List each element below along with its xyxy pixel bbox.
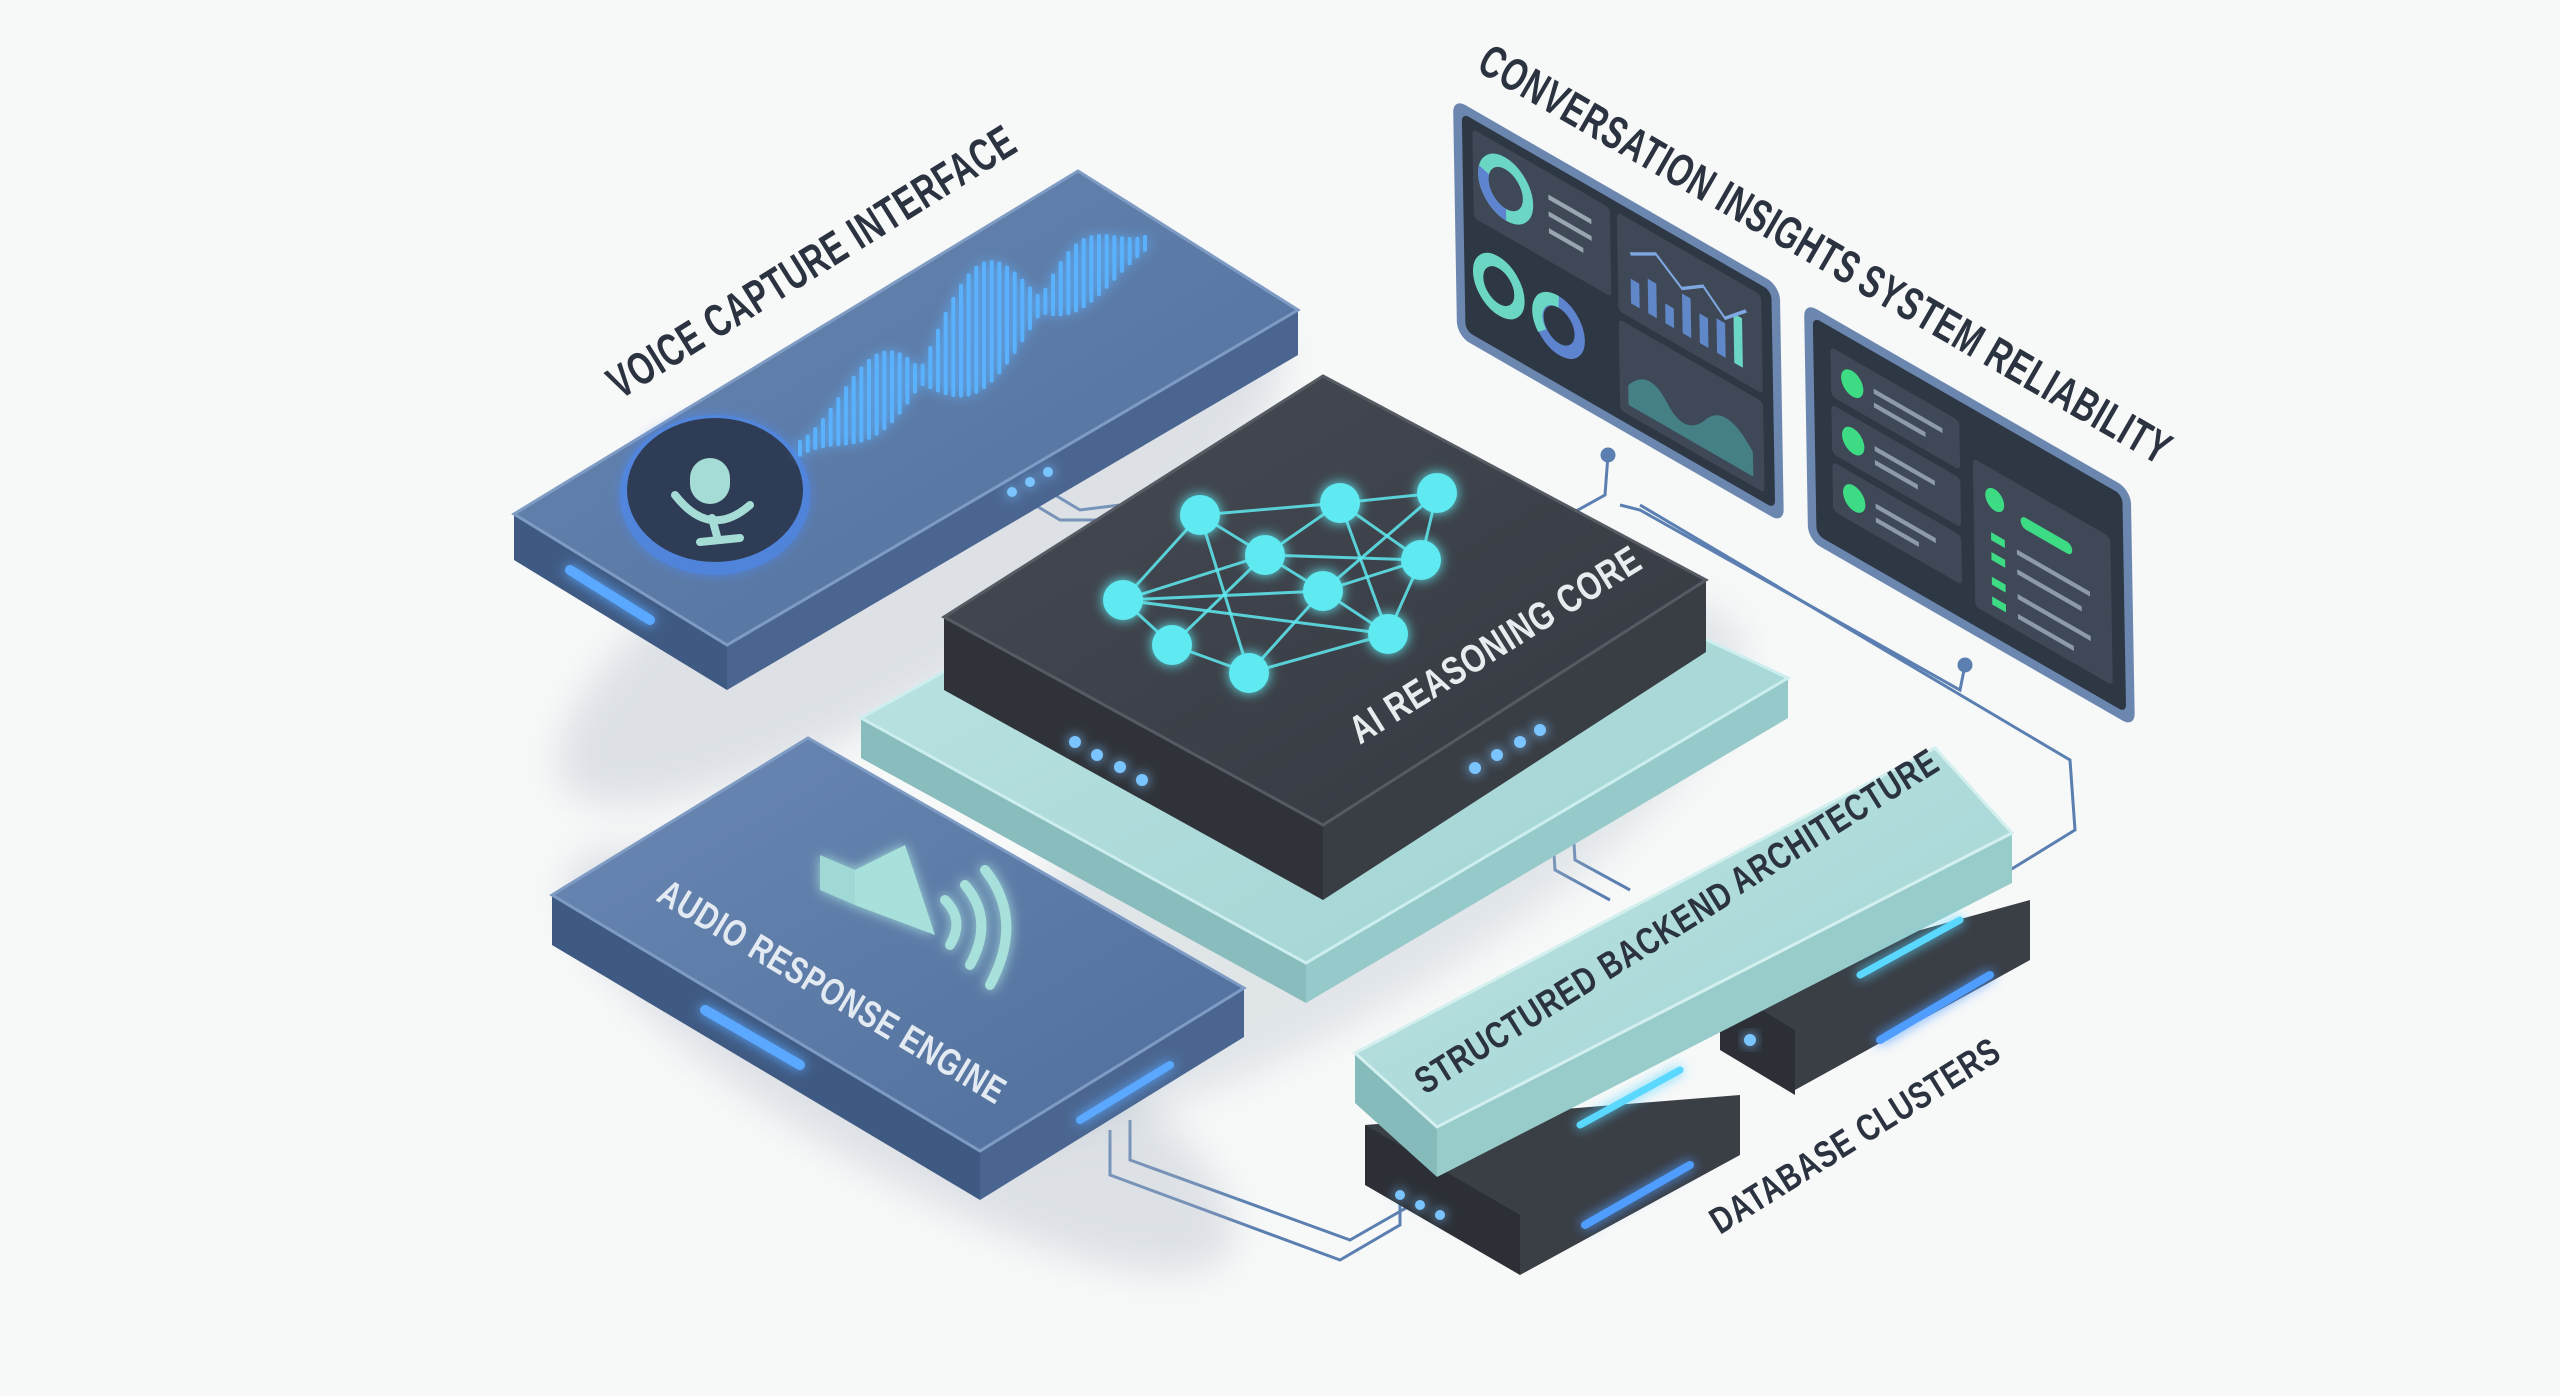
wire-node (1957, 657, 1973, 673)
status-light (565, 565, 655, 625)
port-lights (1395, 1190, 1445, 1220)
network-node (1320, 483, 1360, 523)
status-rows (1830, 348, 2113, 684)
network-edge (1264, 553, 1422, 562)
network-node (1229, 653, 1269, 693)
waveform-icon (798, 233, 1147, 457)
base-side (1306, 678, 1788, 1003)
network-node (1245, 535, 1285, 575)
voice-capture-slab (511, 169, 1301, 805)
slab-side (727, 310, 1298, 690)
wire-node (1600, 447, 1616, 463)
db-light (1744, 1034, 1756, 1046)
status-light (1076, 1061, 1174, 1124)
ai-reasoning-core (941, 374, 1709, 900)
trend-line (1629, 252, 1747, 321)
core-side (944, 617, 1323, 900)
db-light (1581, 1161, 1694, 1229)
status-light (1856, 916, 1964, 979)
network-edge (1122, 589, 1324, 602)
network-edge (1248, 632, 1389, 675)
port-lights (1007, 467, 1053, 497)
port-lights (1069, 724, 1546, 786)
panel (1472, 130, 1612, 296)
slab-side (980, 988, 1244, 1200)
status-light (700, 1005, 805, 1070)
db-light (1876, 971, 1994, 1044)
network-edge (1338, 502, 1390, 635)
structured-backend-slab (1352, 746, 2015, 1177)
text-lines (1873, 388, 2091, 651)
network-node (1152, 625, 1192, 665)
network-edge (1122, 553, 1266, 602)
db-top (1720, 900, 2030, 1090)
network-edge (1322, 491, 1438, 593)
conversation-insights-monitor (1453, 103, 1784, 519)
network-node (1180, 495, 1220, 535)
db-side (1365, 1125, 1520, 1275)
network-edge (1198, 514, 1251, 674)
bar-chart-icon (1630, 278, 1743, 368)
audio-response-slab (549, 736, 1247, 1273)
area-chart-icon (1628, 379, 1754, 477)
donut-chart-icon (1472, 153, 1585, 359)
microphone-icon (671, 458, 754, 546)
speaker-icon (820, 845, 1012, 990)
network-edge (1122, 598, 1389, 636)
slab-top (549, 736, 1247, 1153)
network-node (1103, 580, 1143, 620)
wire-reliability-backend (1639, 503, 2077, 872)
slab-side (1437, 833, 2012, 1177)
status-light (1576, 1066, 1684, 1129)
network-node (1401, 540, 1441, 580)
legend-lines (1548, 194, 1592, 253)
status-ok-icon (1841, 369, 2073, 613)
network-edge (1199, 501, 1341, 517)
neural-network-icon (1103, 473, 1457, 693)
slab-top (1352, 746, 2015, 1129)
network-node (1303, 571, 1343, 611)
network-edge (1170, 553, 1267, 647)
network-node (1417, 473, 1457, 513)
slab-side (1355, 1053, 1437, 1177)
network-node (1368, 614, 1408, 654)
base-side (861, 718, 1306, 1003)
system-reliability-monitor (1804, 307, 2135, 723)
